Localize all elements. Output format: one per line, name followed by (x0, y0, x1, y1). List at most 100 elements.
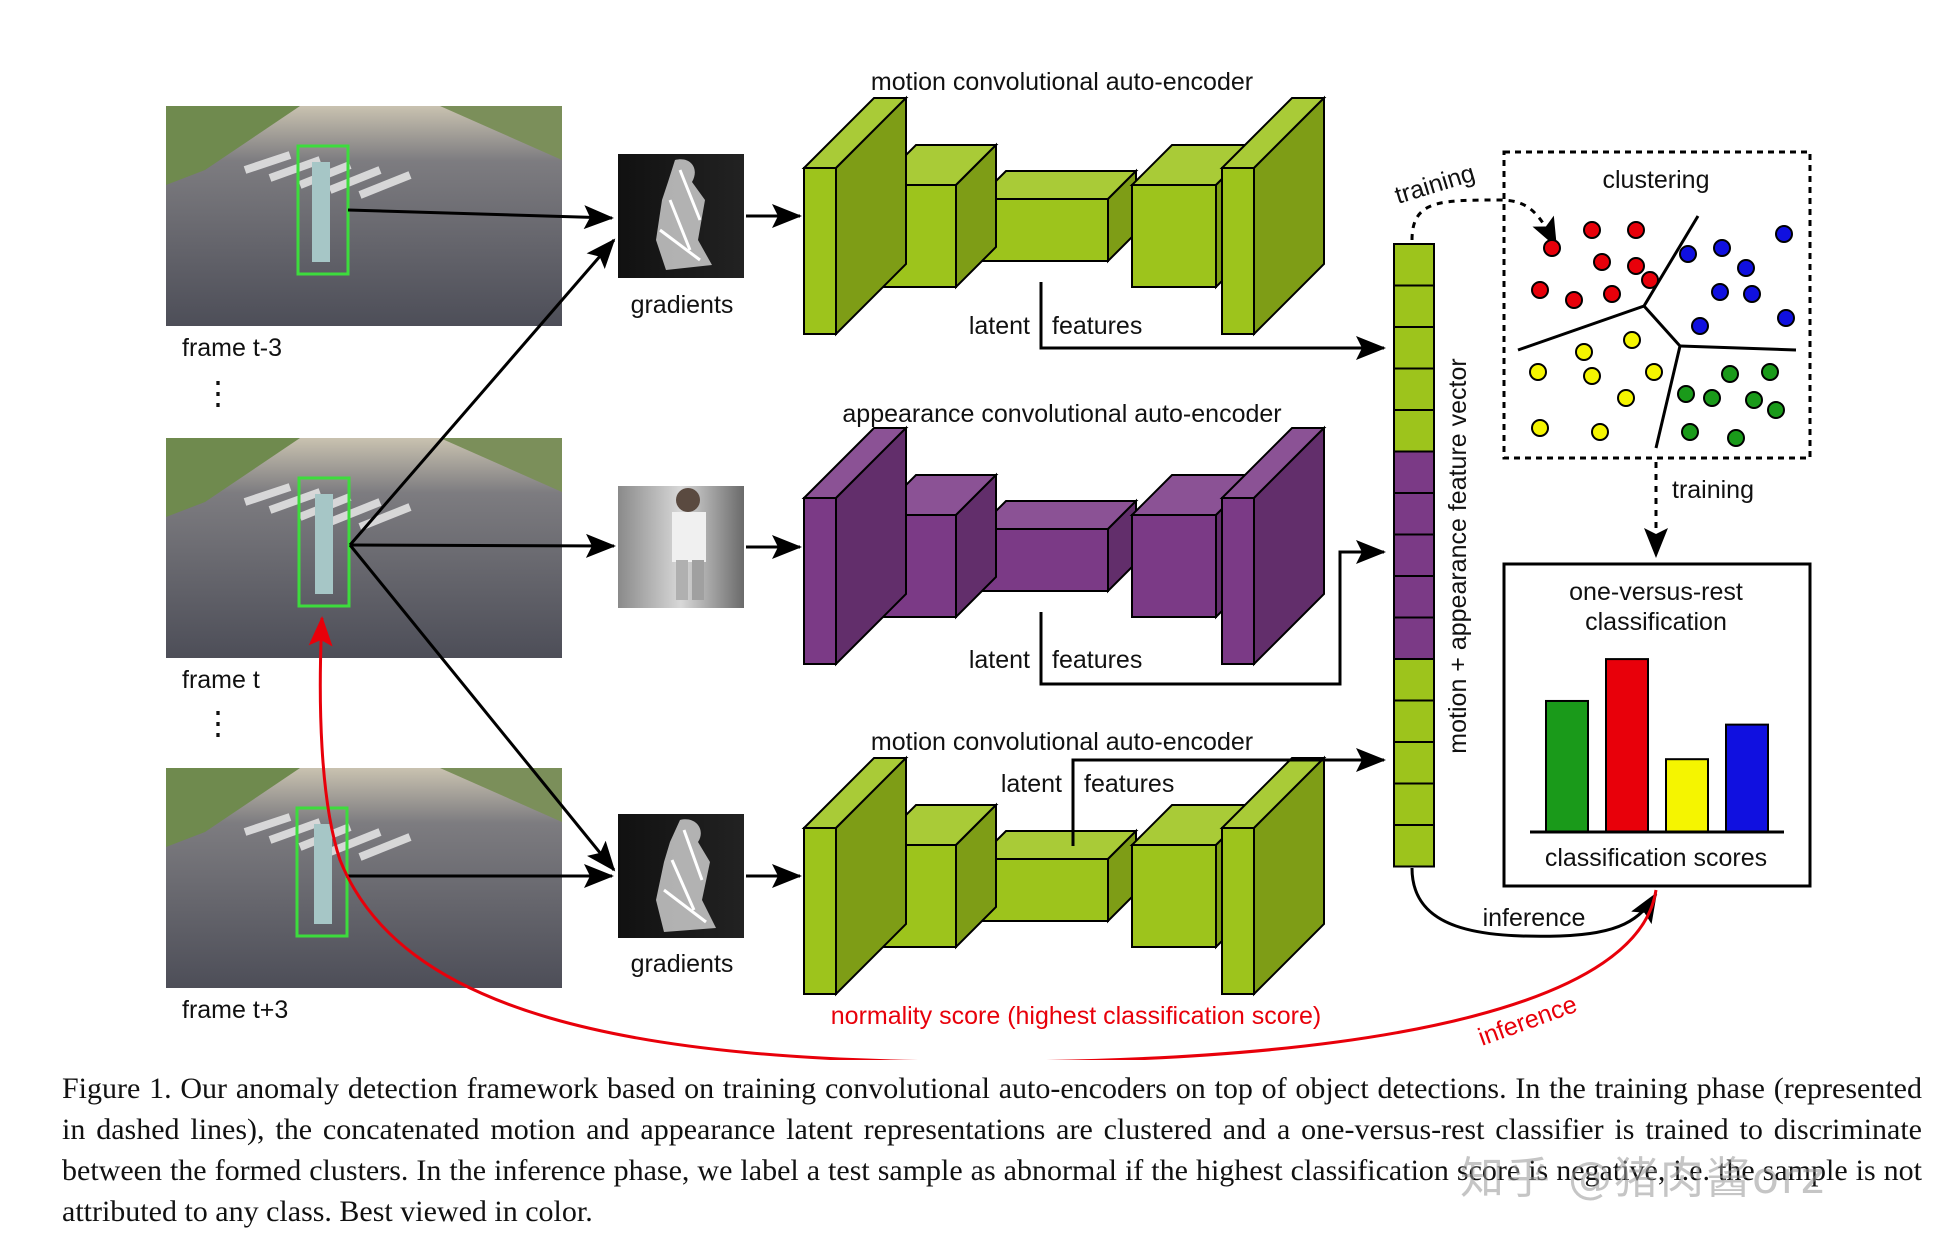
encoder-layer-1 (801, 425, 909, 667)
blue-cluster-point (1711, 283, 1729, 301)
arrow-frame-t-to-appearance (349, 533, 616, 558)
yellow-cluster-point (1529, 363, 1547, 381)
clustering-title: clustering (1603, 166, 1710, 194)
green-cluster-point (1677, 385, 1695, 403)
gradients-label-top: gradients (631, 291, 734, 319)
watermark: 知乎 @猪肉酱orz (1460, 1153, 1827, 1204)
frame-label-t+3: frame t+3 (182, 996, 288, 1024)
arrow-frame-t-3-to-gradients (347, 205, 614, 230)
frame-image-t+3 (166, 768, 562, 988)
red-cluster-point (1593, 253, 1611, 271)
blue-cluster-point (1777, 309, 1795, 327)
red-cluster-point (1627, 221, 1645, 239)
feature-vector (1393, 243, 1435, 868)
green-cluster-point (1727, 429, 1745, 447)
feature-vector-cell (1393, 492, 1435, 536)
connector-latent-mid (1039, 540, 1386, 686)
gradient-image-top (618, 154, 744, 278)
figure-caption: Figure 1. Our anomaly detection framewor… (62, 1072, 1922, 1228)
appearance-image (618, 486, 744, 608)
encoder-layer-1 (801, 95, 909, 337)
classifier-title-line1: one-versus-rest (1569, 578, 1743, 606)
yellow-cluster-point (1617, 389, 1635, 407)
features-label-top: features (1052, 312, 1142, 340)
latent-label-bot: latent (1001, 770, 1062, 798)
encoder-title-motion-top: motion convolutional auto-encoder (871, 68, 1253, 96)
blue-cluster-point (1743, 285, 1761, 303)
feature-vector-cell (1393, 658, 1435, 702)
red-score-bar (1605, 658, 1649, 833)
inference-arrow (1410, 867, 1658, 938)
frame-image-t (166, 438, 562, 658)
yellow-cluster-point (1531, 419, 1549, 437)
green-cluster-point (1721, 365, 1739, 383)
yellow-cluster-point (1575, 343, 1593, 361)
appearance-autoencoder (801, 425, 1327, 667)
blue-cluster-point (1713, 239, 1731, 257)
red-cluster-point (1627, 257, 1645, 275)
encoder-layer-3 (975, 168, 1139, 264)
connector-latent-bot (1071, 748, 1386, 846)
encoder-title-motion-bottom: motion convolutional auto-encoder (871, 728, 1253, 756)
encoder-layer-5 (1219, 755, 1327, 997)
encoder-title-appearance: appearance convolutional auto-encoder (842, 400, 1281, 428)
red-cluster-point (1603, 285, 1621, 303)
green-cluster-point (1761, 363, 1779, 381)
feature-vector-cell (1393, 741, 1435, 785)
feature-vector-cell (1393, 450, 1435, 494)
feature-vector-cell (1393, 243, 1435, 287)
feature-vector-cell (1393, 699, 1435, 743)
cluster-boundaries (1517, 215, 1797, 449)
encoder-layer-5 (1219, 95, 1327, 337)
arrow-frame-t-to-gradients (348, 238, 616, 546)
blue-cluster-point (1775, 225, 1793, 243)
yellow-cluster-point (1645, 363, 1663, 381)
feature-vector-cell (1393, 409, 1435, 453)
feature-vector-label: motion + appearance feature vector (1444, 358, 1472, 753)
classification-scores-label: classification scores (1545, 844, 1767, 872)
feature-vector-cell (1393, 284, 1435, 328)
green-cluster-point (1681, 423, 1699, 441)
frame-label-t: frame t (182, 666, 260, 694)
motion-autoencoder-bottom (801, 755, 1327, 997)
cluster-dots (1529, 221, 1795, 447)
red-cluster-point (1531, 281, 1549, 299)
training-arrow-to-clustering (1410, 198, 1558, 248)
red-cluster-point (1583, 221, 1601, 239)
green-score-bar (1545, 699, 1589, 834)
ellipsis-1: ⋮ (202, 375, 234, 411)
feature-vector-cell (1393, 533, 1435, 577)
normality-score-arrow (308, 616, 1658, 1060)
detection-box (295, 806, 349, 938)
frame-image-t-3 (166, 106, 562, 326)
feature-vector-cell (1393, 824, 1435, 868)
inference-label-black: inference (1483, 904, 1586, 932)
features-label-bot: features (1084, 770, 1174, 798)
blue-cluster-point (1679, 245, 1697, 263)
red-cluster-point (1565, 291, 1583, 309)
detection-box (297, 476, 351, 608)
feature-vector-cell (1393, 616, 1435, 660)
motion-autoencoder-top (801, 95, 1327, 337)
training-label-top: training (1392, 159, 1479, 210)
latent-label-mid: latent (969, 646, 1030, 674)
green-cluster-point (1767, 401, 1785, 419)
features-label-mid: features (1052, 646, 1142, 674)
normality-score-label: normality score (highest classification … (831, 1002, 1321, 1030)
feature-vector-cell (1393, 575, 1435, 619)
red-cluster-point (1543, 239, 1561, 257)
encoder-layer-1 (801, 755, 909, 997)
ellipsis-2: ⋮ (202, 705, 234, 741)
classifier-title-line2: classification (1585, 608, 1727, 636)
green-cluster-point (1745, 391, 1763, 409)
gradients-label-bottom: gradients (631, 950, 734, 978)
blue-cluster-point (1737, 259, 1755, 277)
frame-label-t-3: frame t-3 (182, 334, 282, 362)
yellow-cluster-point (1591, 423, 1609, 441)
red-cluster-point (1641, 271, 1659, 289)
training-label-bottom: training (1672, 476, 1754, 504)
feature-vector-cell (1393, 782, 1435, 826)
latent-label-top: latent (969, 312, 1030, 340)
blue-cluster-point (1691, 317, 1709, 335)
clustering-box (1502, 150, 1812, 460)
